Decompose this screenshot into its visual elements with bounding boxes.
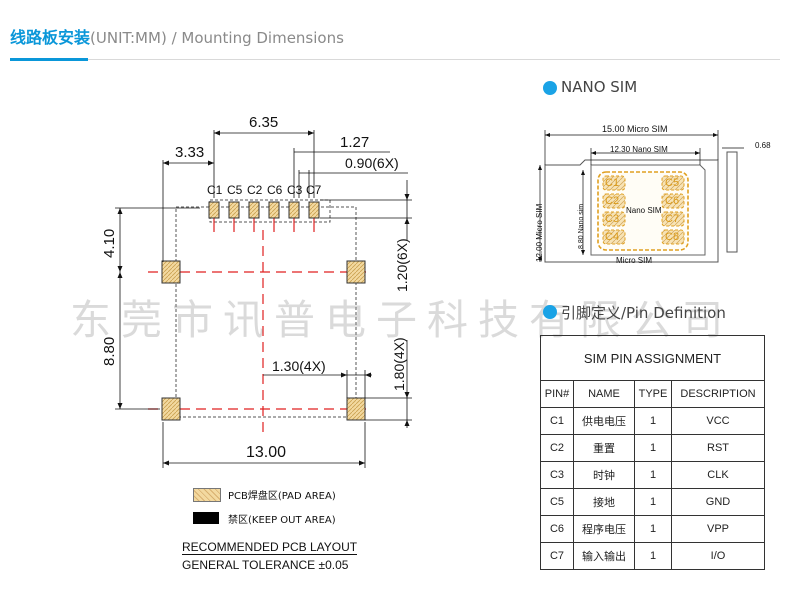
nano-sim-drawing	[544, 151, 738, 263]
bullet-icon	[543, 305, 557, 319]
sim-contact-label: C7	[665, 213, 680, 225]
table-row: C7 输入输出 1 I/O	[540, 542, 765, 570]
dim-13-00: 13.00	[246, 444, 287, 461]
mount-pads	[161, 260, 366, 421]
keep-out-swatch	[193, 512, 219, 524]
title-en: (UNIT:MM) / Mounting Dimensions	[90, 29, 344, 47]
sim-contact-label: C2	[605, 195, 620, 207]
table-cell: C2	[540, 434, 574, 462]
table-title: SIM PIN ASSIGNMENT	[540, 335, 765, 381]
table-row: C1 供电电压 1 VCC	[540, 407, 765, 435]
table-cell: 1	[634, 515, 672, 543]
keep-out-label: 禁区(KEEP OUT AREA)	[228, 515, 336, 526]
table-row: C3 时钟 1 CLK	[540, 461, 765, 489]
table-cell: 程序电压	[573, 515, 635, 543]
nano-sim-section-title: NANO SIM	[561, 78, 638, 96]
table-cell: 时钟	[573, 461, 635, 489]
table-cell: C3	[540, 461, 574, 489]
table-cell: 重置	[573, 434, 635, 462]
table-cell: 1	[634, 542, 672, 570]
dim-12-00: 12.00 Micro SIM	[535, 203, 544, 262]
sim-contact-label: C3	[605, 213, 620, 225]
recommended-layout-note: RECOMMENDED PCB LAYOUT	[182, 540, 358, 555]
pin-label: C3	[287, 183, 303, 197]
dimension-lines	[115, 130, 412, 468]
table-header-row: PIN# NAME TYPE DESCRIPTION	[540, 380, 765, 408]
table-cell: 供电电压	[573, 407, 635, 435]
table-cell: 1	[634, 407, 672, 435]
nano-sim-center-label: Nano SIM	[626, 206, 662, 215]
dim-12-30: 12.30 Nano SIM	[610, 145, 668, 154]
tolerance-note: GENERAL TOLERANCE ±0.05	[182, 558, 349, 572]
pin-assignment-table: SIM PIN ASSIGNMENT PIN# NAME TYPE DESCRI…	[540, 335, 765, 570]
column-header: PIN#	[540, 380, 574, 408]
sim-contact-label: C8	[665, 231, 680, 243]
table-cell: C1	[540, 407, 574, 435]
table-cell: 输入输出	[573, 542, 635, 570]
pin-label: C7	[306, 183, 322, 197]
column-header: NAME	[573, 380, 635, 408]
center-lines	[148, 230, 372, 438]
dim-0-90: 0.90(6X)	[345, 155, 399, 171]
title-cn: 线路板安装	[10, 28, 91, 47]
pad-area-label: PCB焊盘区(PAD AREA)	[228, 491, 336, 502]
column-header: TYPE	[634, 380, 672, 408]
dim-6-35: 6.35	[249, 114, 279, 131]
table-cell: I/O	[671, 542, 765, 570]
table-cell: VPP	[671, 515, 765, 543]
table-cell: 1	[634, 488, 672, 516]
table-cell: RST	[671, 434, 765, 462]
table-cell: VCC	[671, 407, 765, 435]
table-cell: C5	[540, 488, 574, 516]
table-cell: 1	[634, 434, 672, 462]
dim-4-10: 4.10	[101, 228, 118, 258]
table-row: C5 接地 1 GND	[540, 488, 765, 516]
table-cell: 接地	[573, 488, 635, 516]
page-title: 线路板安装(UNIT:MM) / Mounting Dimensions	[10, 24, 344, 48]
table-cell: C6	[540, 515, 574, 543]
bullet-icon	[543, 81, 557, 95]
dim-1-80: 1.80(4X)	[391, 337, 407, 391]
dim-3-33: 3.33	[175, 144, 205, 161]
table-cell: CLK	[671, 461, 765, 489]
micro-sim-bottom-label: Micro SIM	[616, 256, 652, 265]
column-header: DESCRIPTION	[671, 380, 765, 408]
header-divider	[88, 59, 780, 60]
header-accent-rule	[10, 58, 88, 61]
pin-label: C6	[267, 183, 283, 197]
table-cell: C7	[540, 542, 574, 570]
table-cell: GND	[671, 488, 765, 516]
pad-area-swatch	[193, 488, 221, 502]
pin-label: C2	[247, 183, 263, 197]
table-cell: 1	[634, 461, 672, 489]
sim-dimension-arrows	[538, 133, 718, 262]
dim-1-27: 1.27	[340, 134, 370, 151]
sim-contact-label: C1	[605, 177, 620, 189]
pin-label: C5	[227, 183, 243, 197]
pin-label: C1	[207, 183, 223, 197]
dimension-arrows	[117, 130, 410, 466]
sim-contact-label: C5	[665, 177, 680, 189]
sim-contact-label: C6	[665, 195, 680, 207]
dim-0-68: 0.68	[755, 141, 771, 150]
pin-definition-title: 引脚定义/Pin Definition	[561, 304, 726, 322]
table-row: C2 重置 1 RST	[540, 434, 765, 462]
dim-15-00: 15.00 Micro SIM	[602, 124, 668, 134]
contact-pads	[208, 201, 320, 219]
dim-8-80-nano: 8.80 Nano sim	[578, 203, 585, 249]
dim-1-20: 1.20(6X)	[394, 238, 410, 292]
sim-contact-label: C4	[605, 231, 620, 243]
table-row: C6 程序电压 1 VPP	[540, 515, 765, 543]
dim-1-30: 1.30(4X)	[272, 358, 326, 374]
dim-8-80: 8.80	[101, 336, 118, 366]
